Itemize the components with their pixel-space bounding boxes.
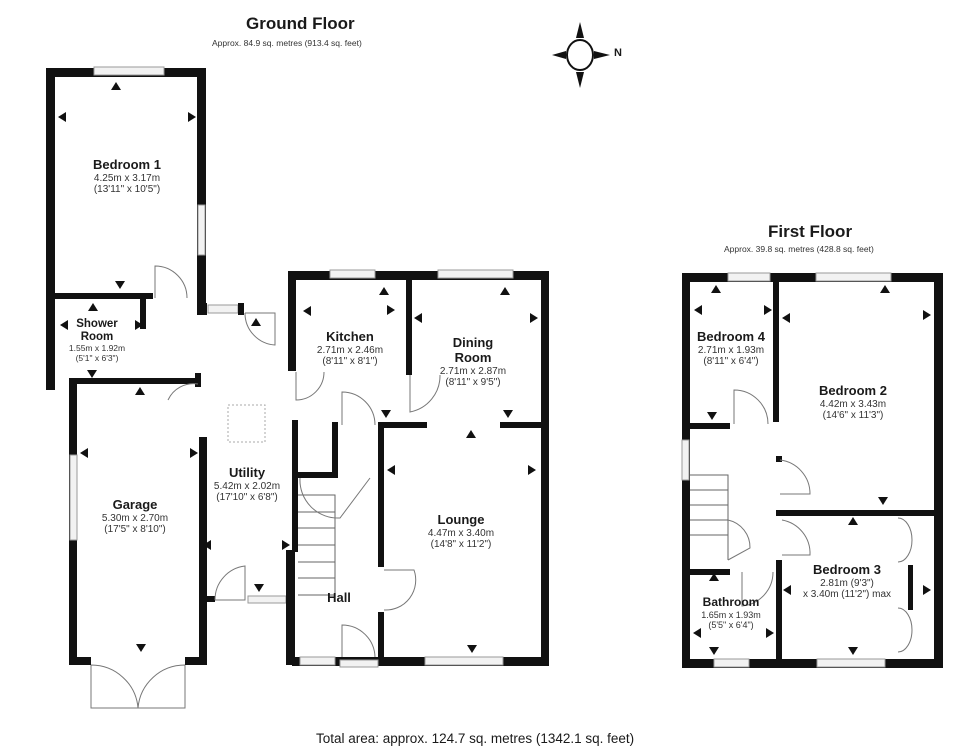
room-name: Garage [112,497,158,512]
room-dim-imperial: (8'11" x 6'4") [703,356,759,368]
room-name-line2: Room [80,331,114,344]
room-dim-metric: 5.30m x 2.70m [101,512,169,524]
ground-floor-title: Ground Floor [246,14,355,33]
room-name: Dining [452,335,494,350]
room-dim-metric: 1.65m x 1.93m [701,609,761,620]
room-name: Bedroom 3 [813,562,881,577]
room-dim-imperial: (5'1" x 6'3") [75,353,119,364]
room-dim-imperial: (14'8" x 11'2") [430,539,492,551]
room-dim-metric: 2.71m x 2.46m [316,344,384,356]
room-shower-room: Shower Room 1.55m x 1.92m (5'1" x 6'3") [69,318,125,364]
first-floor-area: Approx. 39.8 sq. metres (428.8 sq. feet) [724,244,874,254]
room-name: Hall [327,590,351,605]
room-bedroom-3: Bedroom 3 2.81m (9'3") x 3.40m (11'2") m… [802,562,892,601]
room-bathroom: Bathroom 1.65m x 1.93m (5'5" x 6'4") [701,595,761,631]
ground-floor-area: Approx. 84.9 sq. metres (913.4 sq. feet) [212,38,362,48]
room-name: Bedroom 4 [697,329,765,344]
room-dim-metric: 4.25m x 3.17m [93,172,161,184]
room-dining-room: Dining Room 2.71m x 2.87m (8'11" x 9'5") [439,335,507,389]
room-dim-metric: 4.47m x 3.40m [427,527,495,539]
room-name: Shower [76,318,118,330]
first-floor-title: First Floor [768,222,853,241]
room-dim-imperial: (8'11" x 9'5") [445,377,501,389]
compass-north-label: N [614,47,622,59]
room-kitchen: Kitchen 2.71m x 2.46m (8'11" x 8'1") [316,329,384,368]
room-name: Bathroom [702,595,760,609]
compass-rose-icon [552,22,610,88]
room-dim-imperial: (5'5" x 6'4") [708,620,754,631]
room-dim-imperial: (14'6" x 11'3") [822,410,884,422]
room-dim-imperial: (17'5" x 8'10") [104,524,166,536]
room-dim-imperial: (13'11" x 10'5") [93,184,161,196]
room-dim-metric: 5.42m x 2.02m [213,480,281,492]
room-lounge: Lounge 4.47m x 3.40m (14'8" x 11'2") [427,512,495,551]
room-dim-metric: 4.42m x 3.43m [819,398,887,410]
room-bedroom-4: Bedroom 4 2.71m x 1.93m (8'11" x 6'4") [697,329,765,368]
room-name: Bedroom 1 [93,157,161,172]
room-utility: Utility 5.42m x 2.02m (17'10" x 6'8") [213,465,281,504]
room-name: Bedroom 2 [819,383,887,398]
room-hall: Hall [327,590,351,606]
room-name: Lounge [437,512,485,527]
ground-floor-plan [46,66,549,709]
total-area: Total area: approx. 124.7 sq. metres (13… [316,731,635,746]
room-name: Kitchen [326,329,374,344]
room-name-line2: Room [454,349,492,365]
first-floor-plan [681,272,943,668]
room-dim-metric: 2.81m (9'3") [820,577,874,589]
room-bedroom-2: Bedroom 2 4.42m x 3.43m (14'6" x 11'3") [819,383,887,422]
room-dim-imperial: x 3.40m (11'2") max [802,589,892,601]
room-dim-metric: 2.71m x 1.93m [697,344,765,356]
room-dim-imperial: (17'10" x 6'8") [216,492,278,504]
room-dim-metric: 2.71m x 2.87m [439,365,507,377]
room-dim-imperial: (8'11" x 8'1") [322,356,378,368]
room-dim-metric: 1.55m x 1.92m [68,343,126,354]
room-name: Utility [228,465,266,480]
room-bedroom-1: Bedroom 1 4.25m x 3.17m (13'11" x 10'5") [93,157,161,196]
room-garage: Garage 5.30m x 2.70m (17'5" x 8'10") [101,497,169,536]
